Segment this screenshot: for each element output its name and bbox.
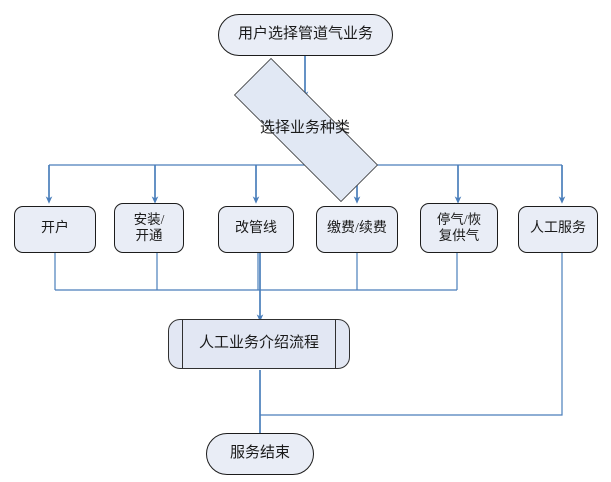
process-right-bar: [335, 319, 336, 369]
node-option-jiaofei-xufei-label: 缴费/续费: [327, 221, 387, 237]
edge-opt6-end: [260, 253, 563, 416]
node-option-tingqi-huifu[interactable]: 停气/恢 复供气: [420, 203, 498, 253]
node-option-jiaofei-xufei[interactable]: 缴费/续费: [316, 206, 398, 253]
node-option-tingqi-huifu-label: 停气/恢 复供气: [436, 212, 482, 243]
node-option-gaiguanxian[interactable]: 改管线: [218, 206, 294, 253]
node-process[interactable]: 人工业务介绍流程: [168, 319, 350, 369]
node-decision-label: 选择业务种类: [259, 120, 350, 137]
node-option-gaiguanxian-label: 改管线: [235, 221, 277, 237]
node-end-label: 服务结束: [229, 445, 290, 462]
node-option-rengong-fuwu-label: 人工服务: [530, 221, 586, 237]
node-option-kaihu-label: 开户: [41, 221, 69, 237]
node-option-rengong-fuwu[interactable]: 人工服务: [518, 206, 598, 253]
node-end[interactable]: 服务结束: [206, 433, 314, 475]
node-start[interactable]: 用户选择管道气业务: [218, 14, 393, 56]
node-start-label: 用户选择管道气业务: [237, 26, 373, 43]
node-process-label: 人工业务介绍流程: [198, 335, 319, 352]
node-option-kaihu[interactable]: 开户: [14, 206, 96, 253]
node-option-anzhuang-kaitong-label: 安装/ 开通: [133, 212, 165, 243]
process-left-bar: [182, 319, 183, 369]
node-option-anzhuang-kaitong[interactable]: 安装/ 开通: [114, 203, 184, 253]
node-decision[interactable]: 选择业务种类: [199, 58, 411, 202]
